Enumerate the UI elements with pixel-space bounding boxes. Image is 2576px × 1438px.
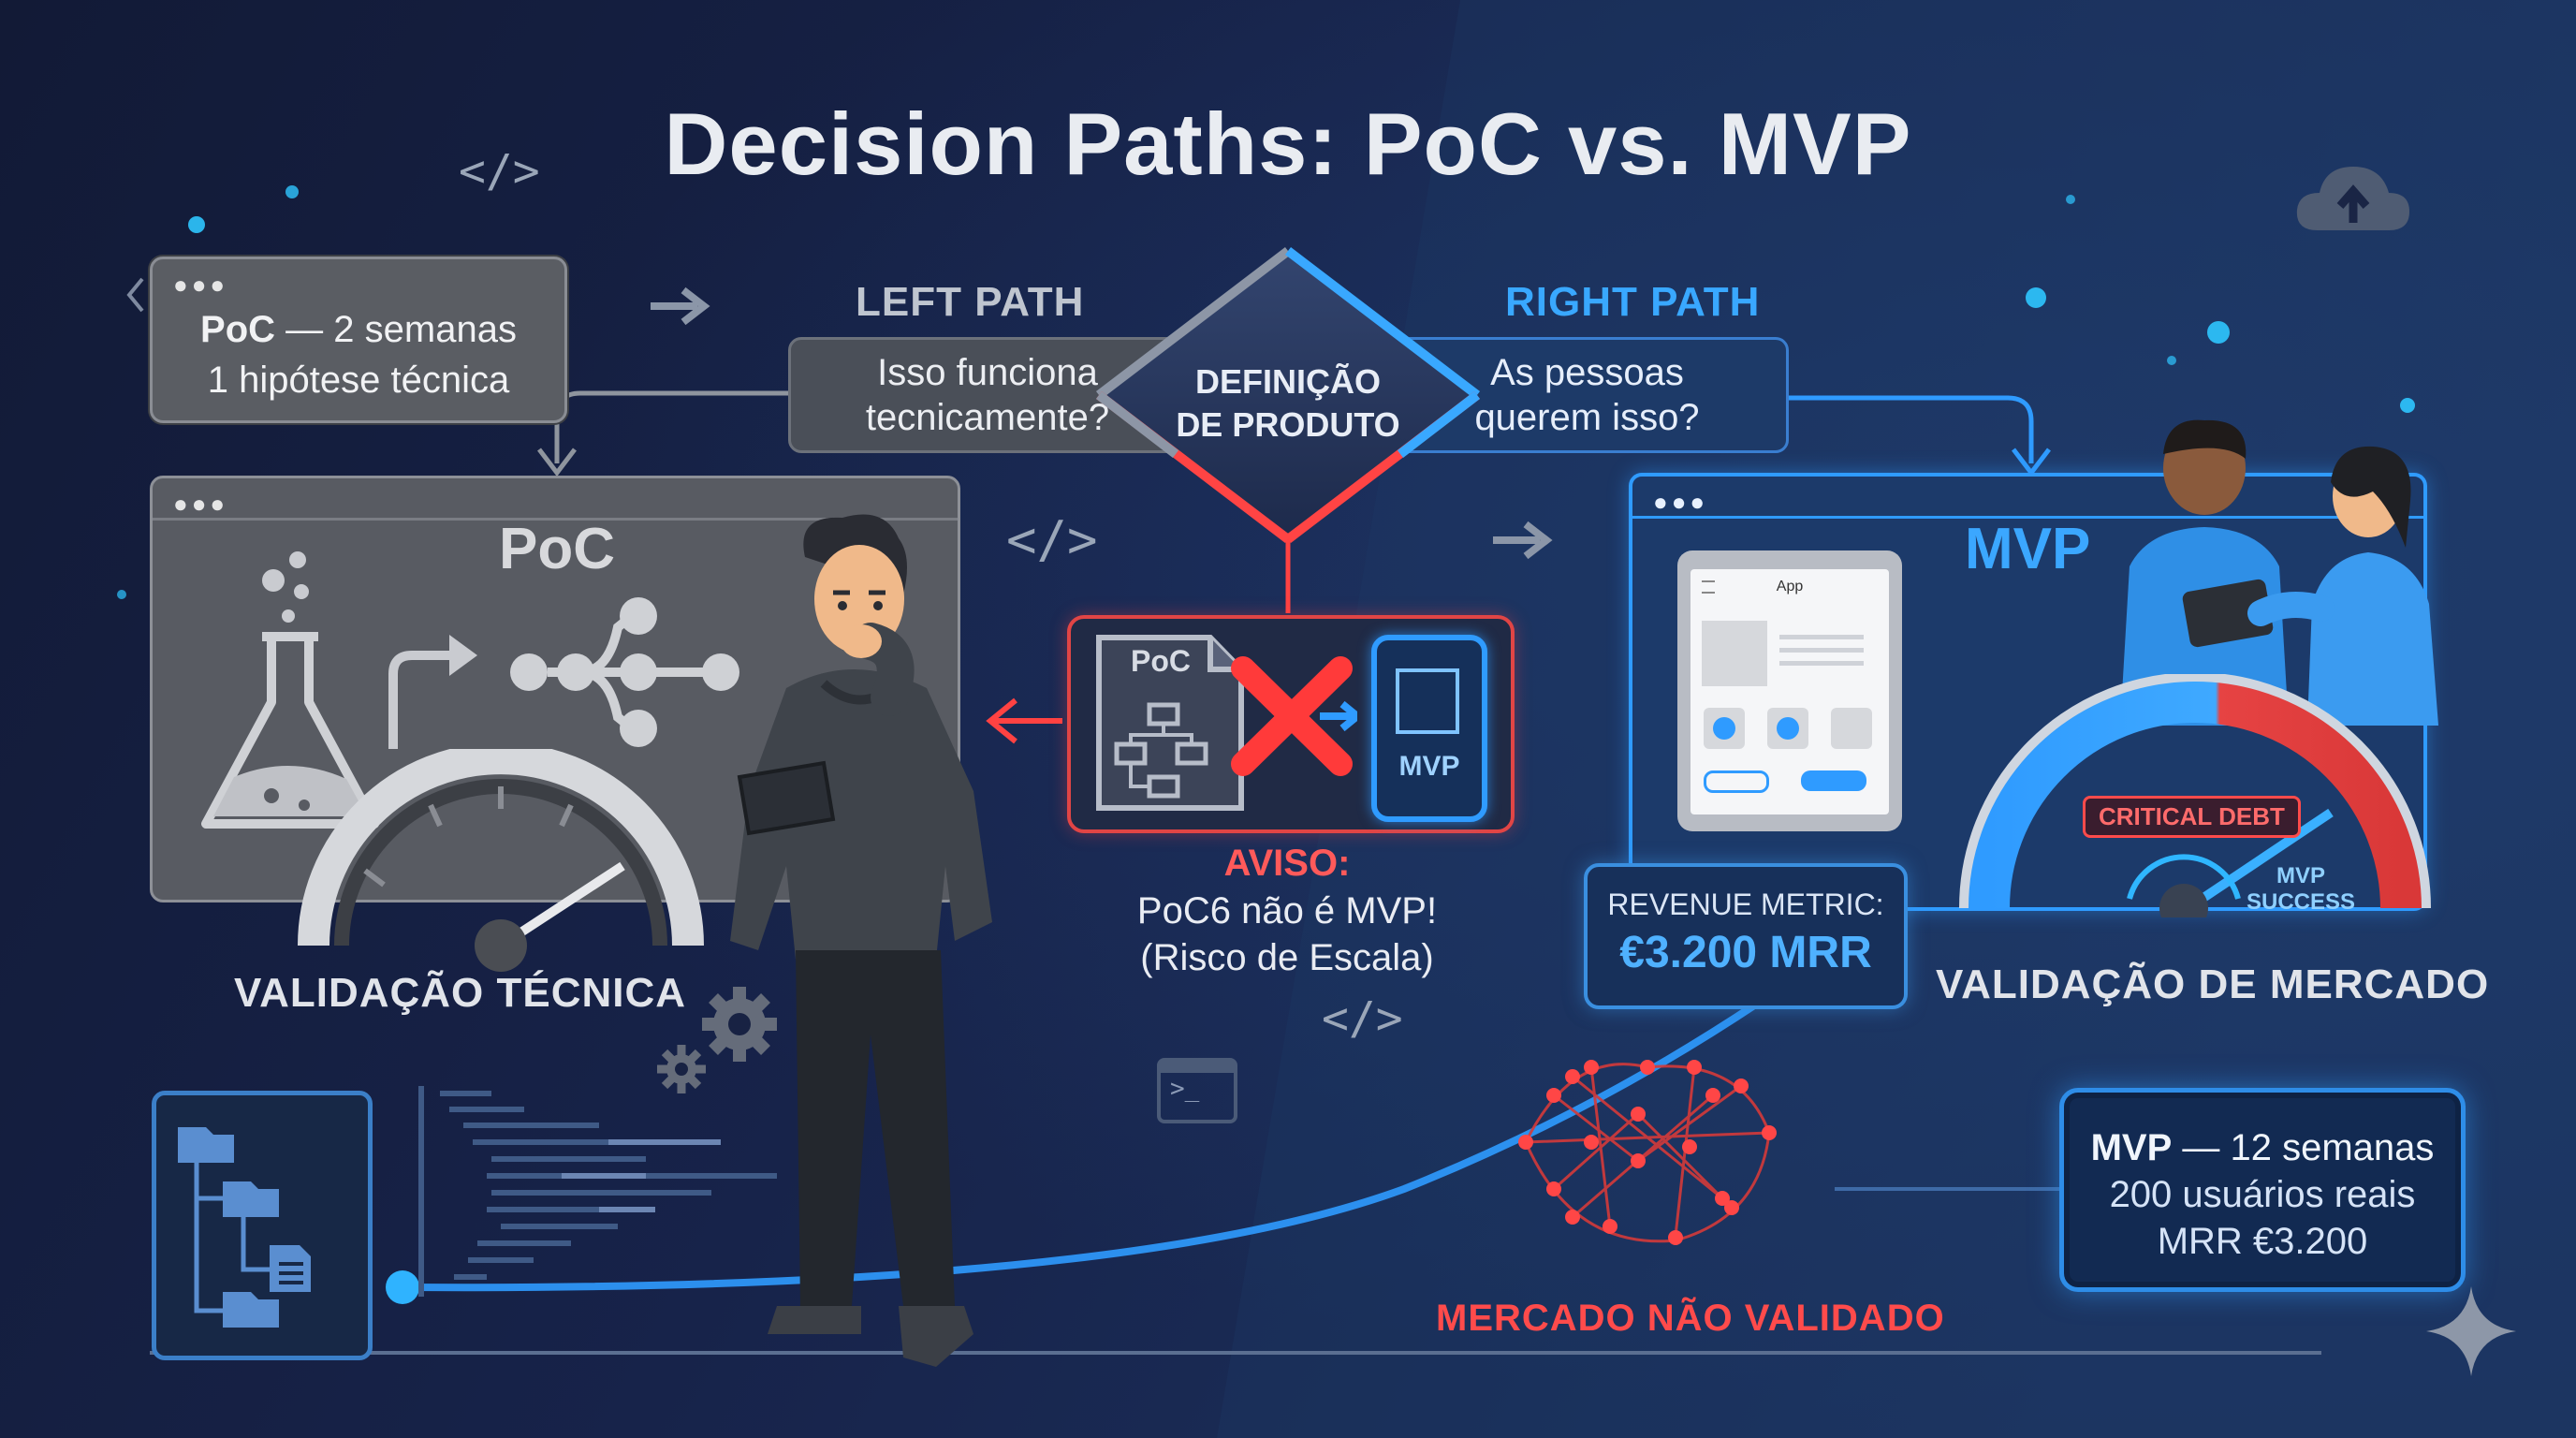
- warning-text: PoC6 não é MVP! (Risco de Escala): [1067, 888, 1507, 981]
- mvp-success-line1: MVP: [2276, 863, 2325, 888]
- phone-screen-frame: [1396, 668, 1459, 734]
- unvalidated-market-label: MERCADO NÃO VALIDADO: [1436, 1298, 1945, 1339]
- left-path-question: Isso funciona tecnicamente?: [788, 337, 1187, 453]
- critical-debt-label: CRITICAL DEBT: [2083, 796, 2301, 838]
- summary-text: MVP — 12 semanas 200 usuários reais MRR …: [2064, 1124, 2461, 1265]
- warning-title: AVISO:: [1223, 843, 1351, 884]
- x-mark-icon: [1231, 656, 1357, 776]
- tablet-app-label: App: [1776, 579, 1804, 594]
- technical-validation-label: VALIDAÇÃO TÉCNICA: [234, 970, 687, 1016]
- poc-chip-line2: 1 hipótese técnica: [207, 360, 510, 401]
- gauge-icon: [1959, 674, 2431, 917]
- code-icon: </>: [459, 145, 540, 198]
- app-cta: [1801, 770, 1866, 791]
- summary-rest: — 12 semanas: [2172, 1127, 2435, 1168]
- poc-window-divider: [153, 518, 958, 521]
- page-title: Decision Paths: PoC vs. MVP: [664, 95, 1912, 193]
- sparkle-icon: [2426, 1286, 2516, 1376]
- app-dot: [1713, 717, 1735, 740]
- mvp-window-title: MVP: [1965, 517, 2091, 581]
- warning-line2: (Risco de Escala): [1140, 937, 1434, 978]
- code-icon: </>: [1006, 510, 1098, 569]
- cloud-upload-icon: [2296, 167, 2409, 230]
- chevron-left-icon: [126, 277, 144, 313]
- mvp-phone-label: MVP: [1398, 751, 1460, 782]
- network-icon: [1518, 1060, 1777, 1245]
- poc-chip-rest: — 2 semanas: [275, 309, 517, 350]
- terminal-bar: [1161, 1062, 1234, 1073]
- developer-illustration: [730, 514, 992, 1367]
- summary-line3: MRR €3.200: [2157, 1221, 2368, 1262]
- metric-label: REVENUE METRIC:: [1607, 888, 1884, 921]
- tablet-screen: App: [1690, 569, 1889, 814]
- diamond-line1: DEFINIÇÃO: [1195, 362, 1381, 401]
- arrow-right-icon: [651, 286, 710, 326]
- summary-line1: MVP — 12 semanas: [2064, 1124, 2461, 1171]
- folder-tree-icon: [178, 1127, 311, 1328]
- app-toggle: [1704, 770, 1769, 793]
- warning-card-poc-label: PoC: [1131, 644, 1191, 678]
- poc-window-title: PoC: [499, 517, 615, 581]
- poc-summary-chip: ●●● PoC — 2 semanas 1 hipótese técnica: [150, 257, 567, 423]
- text-placeholder: [1779, 635, 1864, 639]
- mvp-phone-icon: MVP: [1371, 635, 1487, 822]
- right-question-line2: querem isso?: [1474, 397, 1700, 438]
- app-button: [1831, 708, 1872, 749]
- mvp-success-line2: SUCCESS: [2246, 889, 2356, 915]
- poc-document-icon: [1096, 635, 1244, 811]
- terminal-glyph: >_: [1170, 1075, 1200, 1103]
- summary-bold: MVP: [2090, 1127, 2173, 1168]
- code-lines: [418, 1086, 777, 1297]
- summary-line2: 200 usuários reais: [2109, 1174, 2416, 1215]
- left-path-label: LEFT PATH: [856, 279, 1085, 325]
- metric-value: €3.200 MRR: [1619, 928, 1872, 977]
- revenue-metric-box: REVENUE METRIC: €3.200 MRR: [1584, 863, 1908, 1009]
- diamond-label: DEFINIÇÃO DE PRODUTO: [1148, 360, 1428, 447]
- poc-chip-bold: PoC: [200, 309, 276, 350]
- right-path-label: RIGHT PATH: [1505, 279, 1761, 325]
- window-dots: ●●●: [173, 271, 229, 299]
- image-placeholder: [1702, 621, 1767, 686]
- left-question-line1: Isso funciona: [877, 352, 1098, 393]
- poc-chip-line1: PoC — 2 semanas: [153, 304, 564, 355]
- decision-diamond: [1095, 247, 1481, 543]
- flask-icon: [201, 551, 379, 829]
- mvp-window-divider: [1632, 516, 2423, 519]
- branch-icon: [388, 597, 739, 749]
- window-dots: ●●●: [173, 490, 229, 518]
- market-validation-label: VALIDAÇÃO DE MERCADO: [1936, 961, 2490, 1007]
- menu-icon: [1702, 580, 1715, 594]
- poc-chip-text: PoC — 2 semanas 1 hipótese técnica: [153, 304, 564, 405]
- tablet-icon: App: [1677, 550, 1902, 831]
- window-dots: ●●●: [1653, 488, 1709, 516]
- gear-icon: [657, 987, 777, 1093]
- mvp-success-label: MVP SUCCESS: [2226, 863, 2376, 916]
- left-question-line2: tecnicamente?: [865, 397, 1110, 438]
- gauge-icon: [298, 749, 704, 972]
- right-question-line1: As pessoas: [1490, 352, 1684, 393]
- diamond-line2: DE PRODUTO: [1176, 405, 1400, 444]
- terminal-icon: >_: [1157, 1058, 1237, 1123]
- arrow-right-icon: [1493, 521, 1553, 560]
- app-dot: [1777, 717, 1799, 740]
- code-icon: </>: [1322, 992, 1403, 1045]
- warning-line1: PoC6 não é MVP!: [1136, 890, 1438, 932]
- mvp-summary-box: MVP — 12 semanas 200 usuários reais MRR …: [2059, 1088, 2466, 1292]
